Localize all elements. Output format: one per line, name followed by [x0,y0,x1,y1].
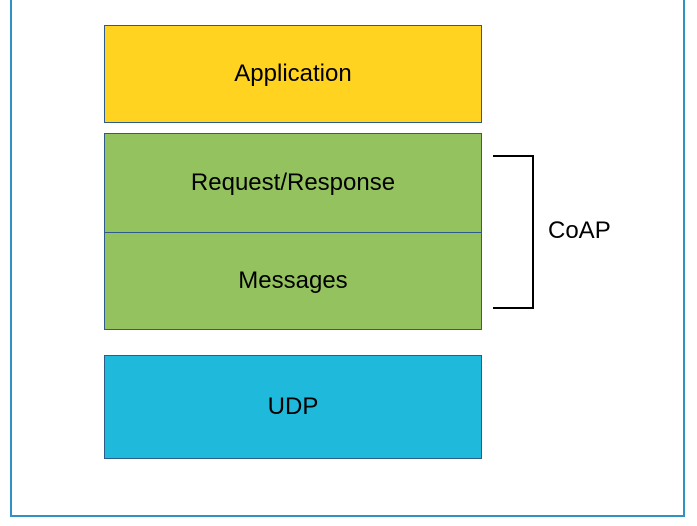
coap-bracket-icon [493,155,534,309]
layer-box-messages[interactable]: Messages [104,232,482,330]
coap-annotation-label: CoAP [548,217,611,244]
layer-box-udp[interactable]: UDP [104,355,482,459]
layer-box-application[interactable]: Application [104,25,482,123]
slide-frame-border [10,0,685,517]
layer-box-request-response[interactable]: Request/Response [104,133,482,233]
